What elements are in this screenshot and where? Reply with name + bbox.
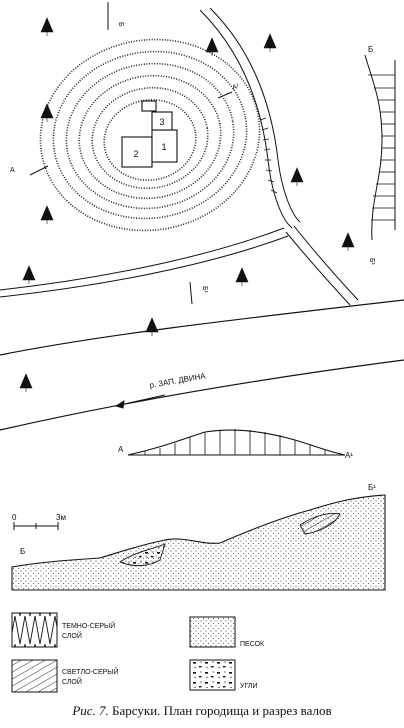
road-south-east xyxy=(285,225,359,306)
marker-b-rot1: Б¹ xyxy=(201,286,208,294)
legend: ТЕМНО-СЕРЫЙ СЛОЙ СВЕТЛО-СЕРЫЙ СЛОЙ ПЕСОК… xyxy=(11,612,265,693)
section-a: А А¹ xyxy=(118,429,353,460)
trench-3 xyxy=(151,111,173,131)
figure-number: Рис. 7. xyxy=(72,703,109,718)
section-b-right-label: Б¹ xyxy=(368,483,376,492)
scale-bar xyxy=(13,522,59,530)
trench-label-2: 2 xyxy=(133,149,138,159)
legend-swatch-charcoal xyxy=(189,659,236,691)
tree-icon xyxy=(263,33,277,52)
legend-label-light-1: СВЕТЛО-СЕРЫЙ xyxy=(62,667,119,676)
scale-zero: 0 xyxy=(12,513,17,522)
legend-label-dark-2: СЛОЙ xyxy=(62,631,82,640)
river xyxy=(0,299,404,431)
tree-icon xyxy=(145,317,159,336)
tree-icon xyxy=(40,205,54,224)
section-ticks xyxy=(29,2,233,305)
figure-caption: Рис. 7. Барсуки. План городища и разрез … xyxy=(0,703,404,719)
legend-swatch-sand xyxy=(189,616,236,648)
tree-icons xyxy=(19,17,355,392)
site-plan: 2 1 3 xyxy=(0,2,404,431)
legend-label-charcoal: УГЛИ xyxy=(240,683,257,690)
section-b: Б Б¹ 0 3м xyxy=(11,483,386,591)
section-a-left-label: А xyxy=(118,445,124,454)
tree-icon xyxy=(40,103,54,122)
marker-b-rot2: Б¹ xyxy=(368,258,375,266)
road-north-east xyxy=(199,7,301,229)
marker-b-right: Б xyxy=(368,45,373,54)
tree-icon xyxy=(235,267,249,286)
section-a-right-label: А¹ xyxy=(345,451,353,460)
legend-label-light-2: СЛОЙ xyxy=(62,677,82,686)
tree-icon xyxy=(40,17,54,36)
tree-icon xyxy=(205,37,219,56)
tree-icon xyxy=(290,167,304,186)
trench-2 xyxy=(121,136,153,168)
tree-icon xyxy=(341,232,355,251)
excavation-trenches xyxy=(121,100,178,168)
trench-small xyxy=(141,100,157,112)
trench-1 xyxy=(151,129,178,163)
figure-caption-text: Барсуки. План городища и разрез валов xyxy=(112,703,332,718)
legend-label-dark-1: ТЕМНО-СЕРЫЙ xyxy=(62,621,115,630)
tree-icon xyxy=(19,373,33,392)
legend-label-sand: ПЕСОК xyxy=(240,641,265,648)
trench-label-3: 3 xyxy=(159,117,164,127)
road-hatch xyxy=(259,117,278,194)
section-a-hatch xyxy=(144,429,326,455)
river-arrow xyxy=(114,394,166,409)
section-b-light-layer xyxy=(299,513,341,535)
section-b-charcoal-left xyxy=(119,543,166,567)
marker-a-left: А xyxy=(10,167,15,174)
legend-swatch-light xyxy=(11,659,58,693)
tree-icon xyxy=(22,265,36,284)
section-b-left-label: Б xyxy=(20,547,25,556)
mound-contours xyxy=(39,38,261,232)
legend-swatch-dark xyxy=(11,612,58,648)
marker-a-right: А¹ xyxy=(231,83,241,92)
section-b-sand xyxy=(11,494,386,591)
marker-b-top: Б xyxy=(117,22,124,27)
road-west xyxy=(0,227,289,298)
river-label: р. ЗАП. ДВИНА xyxy=(149,371,207,390)
scale-end: 3м xyxy=(56,513,66,522)
trench-label-1: 1 xyxy=(161,142,166,152)
profile-b-plan xyxy=(364,54,396,241)
